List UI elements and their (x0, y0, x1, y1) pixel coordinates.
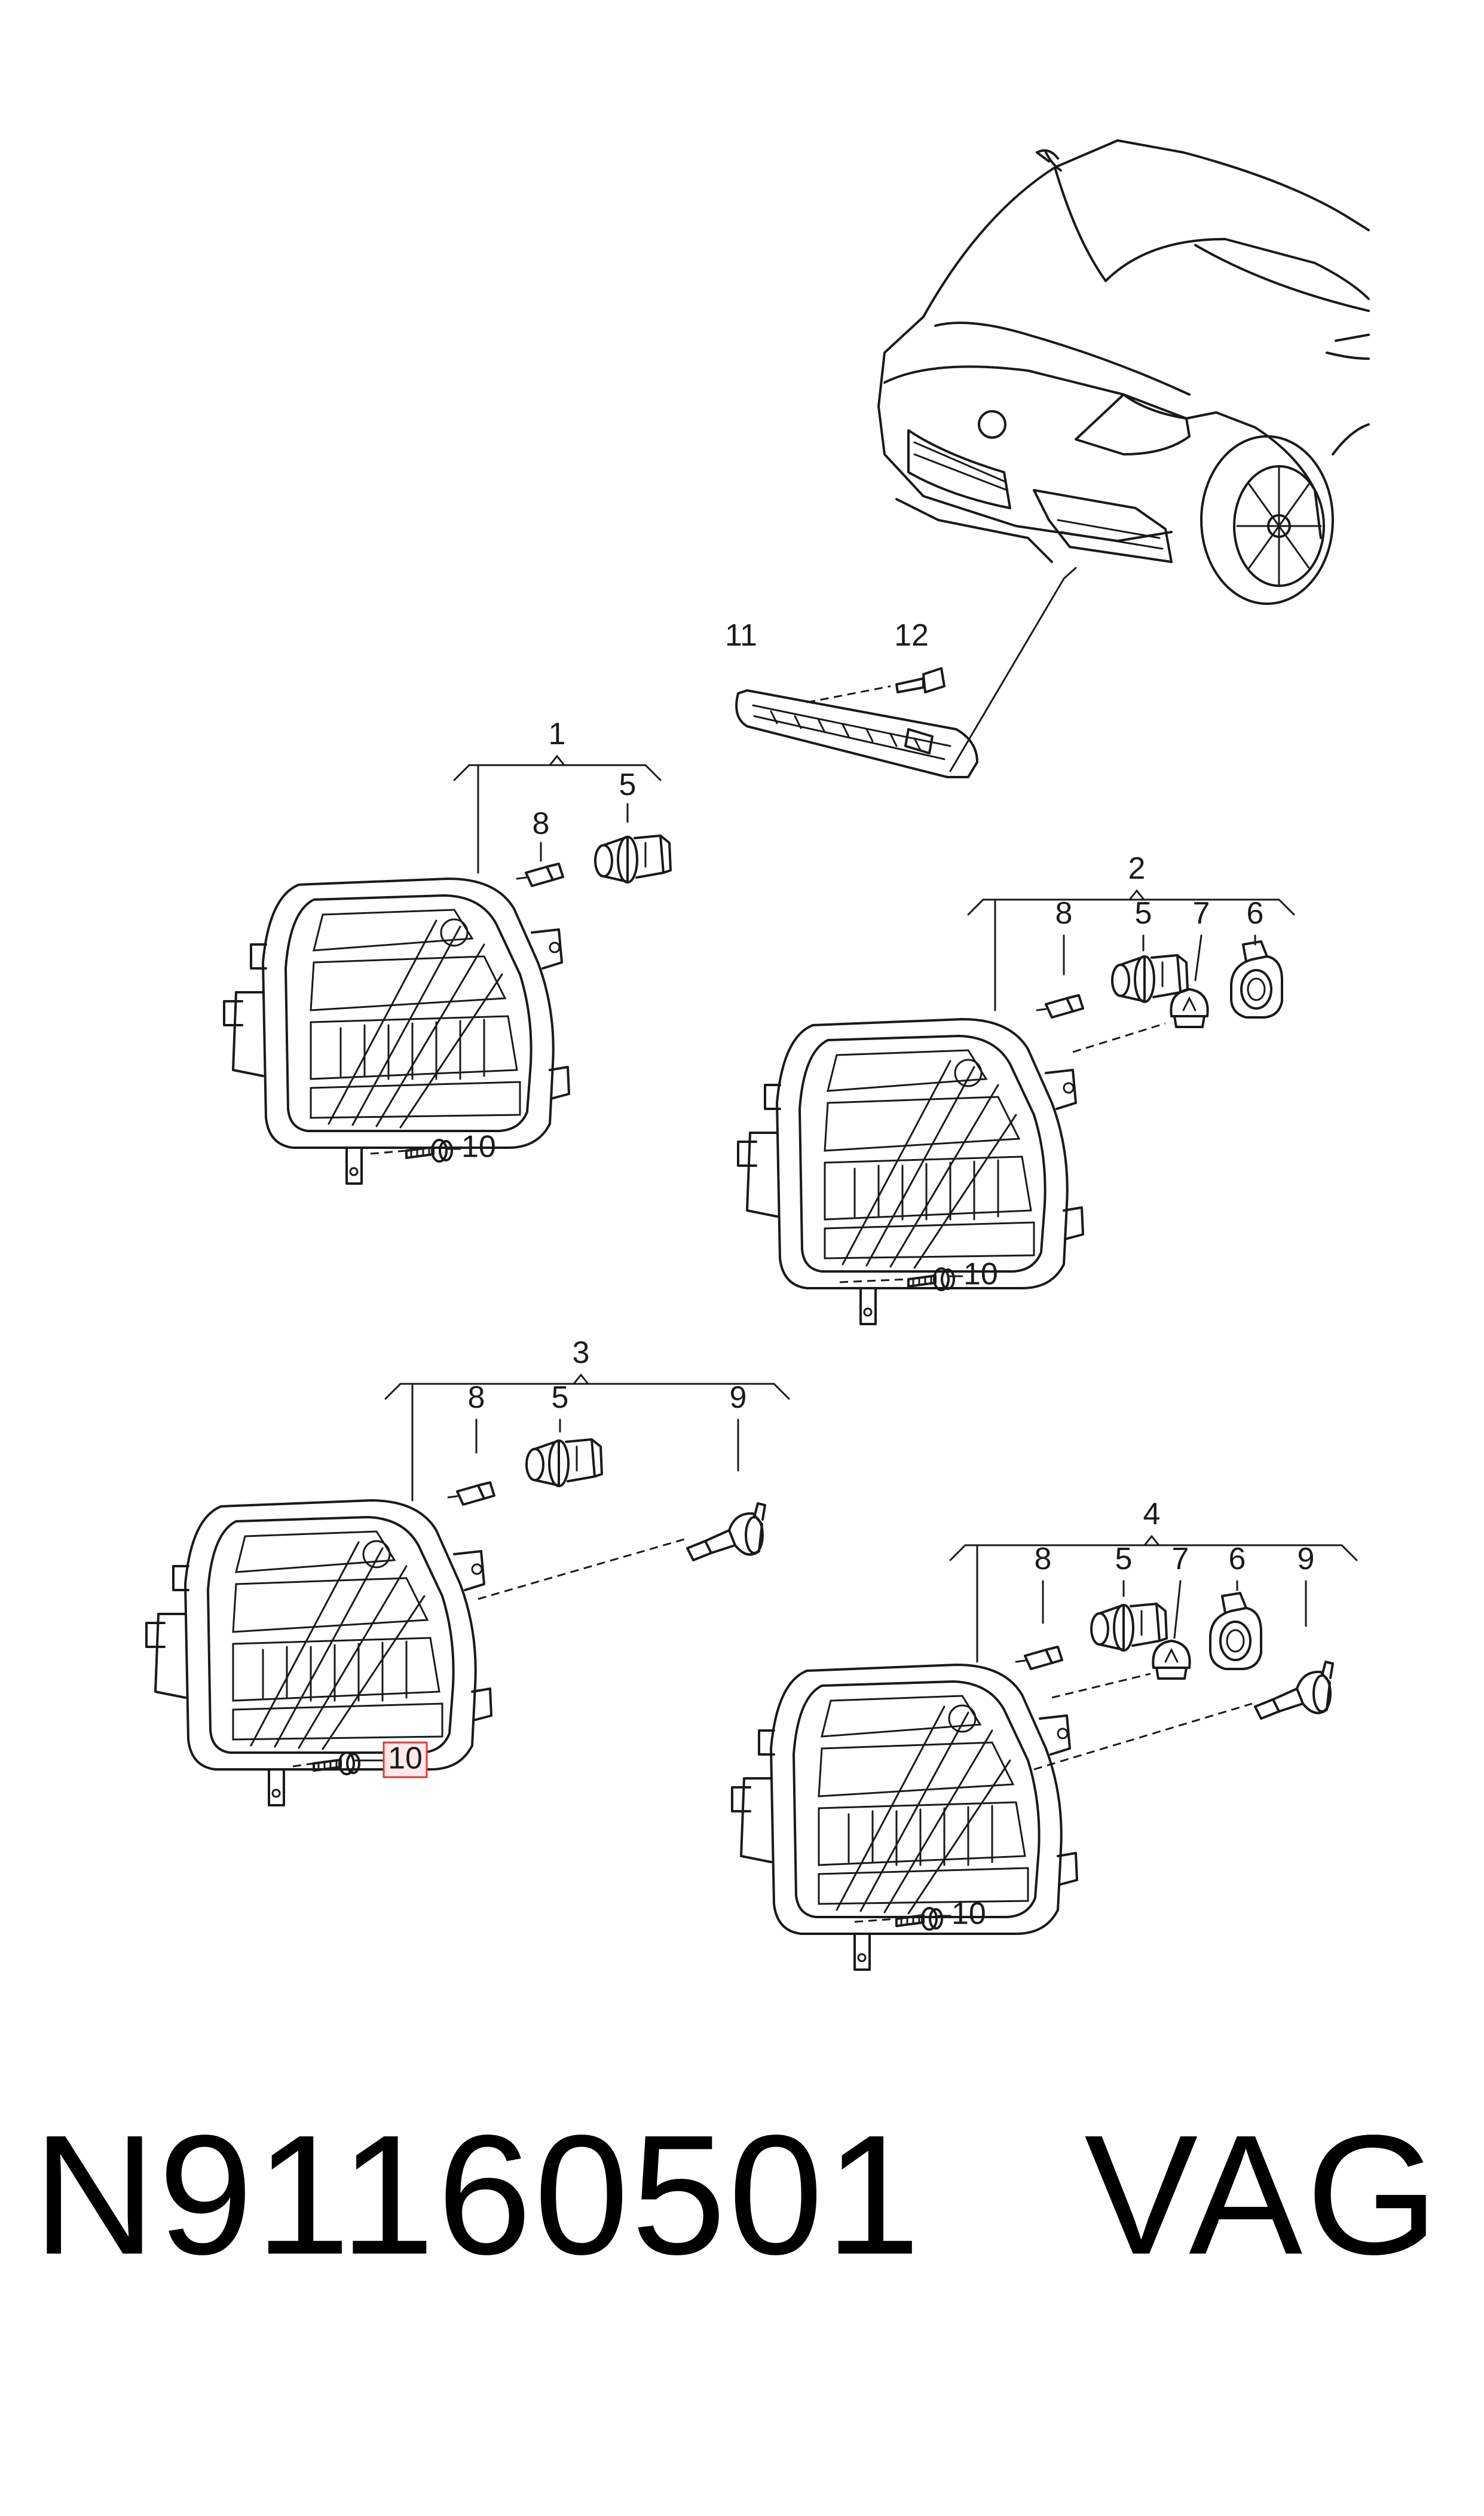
callout-5: 5 (1115, 1542, 1133, 1576)
grille-strip-assembly (735, 567, 1077, 778)
callout-9: 9 (1298, 1542, 1315, 1576)
lamp-assembly-3 (145, 1373, 790, 1806)
callout-7: 7 (1193, 896, 1210, 931)
callout-5: 5 (619, 768, 637, 802)
lamp-assembly-1 (223, 754, 672, 1185)
callout-2: 2 (1128, 851, 1146, 886)
callout-1: 1 (549, 717, 566, 751)
callout-10-highlighted[interactable]: 10 (388, 1741, 423, 1776)
callout-7: 7 (1172, 1542, 1189, 1576)
callout-10-highlight-box (383, 1741, 428, 1778)
lamp-assembly-4 (731, 1534, 1358, 1971)
callout-11: 11 (725, 618, 757, 653)
callout-12: 12 (894, 618, 929, 653)
car-front-illustration (877, 139, 1370, 605)
callout-3: 3 (573, 1335, 590, 1370)
callout-10: 10 (951, 1897, 986, 1931)
brand-name: VAG (1084, 2100, 1442, 2290)
callout-4: 4 (1143, 1497, 1161, 1531)
callout-8: 8 (1055, 896, 1073, 931)
lamp-assembly-2 (737, 889, 1295, 1325)
callout-8: 8 (1035, 1542, 1052, 1576)
callout-8: 8 (533, 806, 550, 841)
callout-10: 10 (963, 1257, 998, 1292)
part-number: N91160501 (33, 2100, 923, 2290)
footer: N91160501 VAG (0, 2110, 1484, 2361)
callout-6: 6 (1229, 1542, 1246, 1576)
callout-9: 9 (730, 1380, 747, 1415)
callout-5: 5 (552, 1380, 569, 1415)
callout-5: 5 (1135, 896, 1152, 931)
callout-6: 6 (1247, 896, 1264, 931)
callout-8: 8 (468, 1380, 485, 1415)
callout-10: 10 (461, 1130, 496, 1164)
